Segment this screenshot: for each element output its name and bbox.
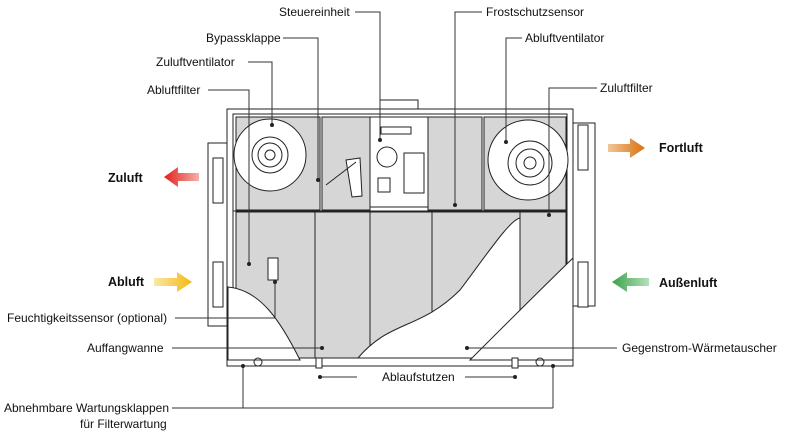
label-bypassklappe: Bypassklappe [206,31,281,45]
device-drawing [207,99,596,369]
aussenluft-arrow-icon [612,272,649,292]
fortluft-arrow-icon [608,138,645,158]
label-ablaufstutzen: Ablaufstutzen [382,370,455,384]
leader-lines [172,11,617,409]
label-steuereinheit: Steuereinheit [279,5,350,19]
label-zuluft: Zuluft [108,171,144,185]
label-gegenstrom: Gegenstrom-Wärmetauscher [622,341,777,355]
label-feuchtigkeitssensor: Feuchtigkeitssensor (optional) [7,311,167,325]
label-wartungsklappen-1: Abnehmbare Wartungsklappen [4,401,169,415]
label-abluft: Abluft [108,275,145,289]
zuluft-arrow-icon [164,167,199,187]
abluft-arrow-icon [154,272,192,292]
label-abluftfilter: Abluftfilter [147,83,200,97]
label-zuluftventilator: Zuluftventilator [156,55,235,69]
label-abluftventilator: Abluftventilator [525,31,604,45]
label-zuluftfilter: Zuluftfilter [600,81,653,95]
label-wartungsklappen-2: für Filterwartung [80,417,167,431]
label-frostschutzsensor: Frostschutzsensor [486,5,584,19]
label-fortluft: Fortluft [659,141,704,155]
label-auffangwanne: Auffangwanne [87,341,164,355]
label-aussenluft: Außenluft [659,276,718,290]
